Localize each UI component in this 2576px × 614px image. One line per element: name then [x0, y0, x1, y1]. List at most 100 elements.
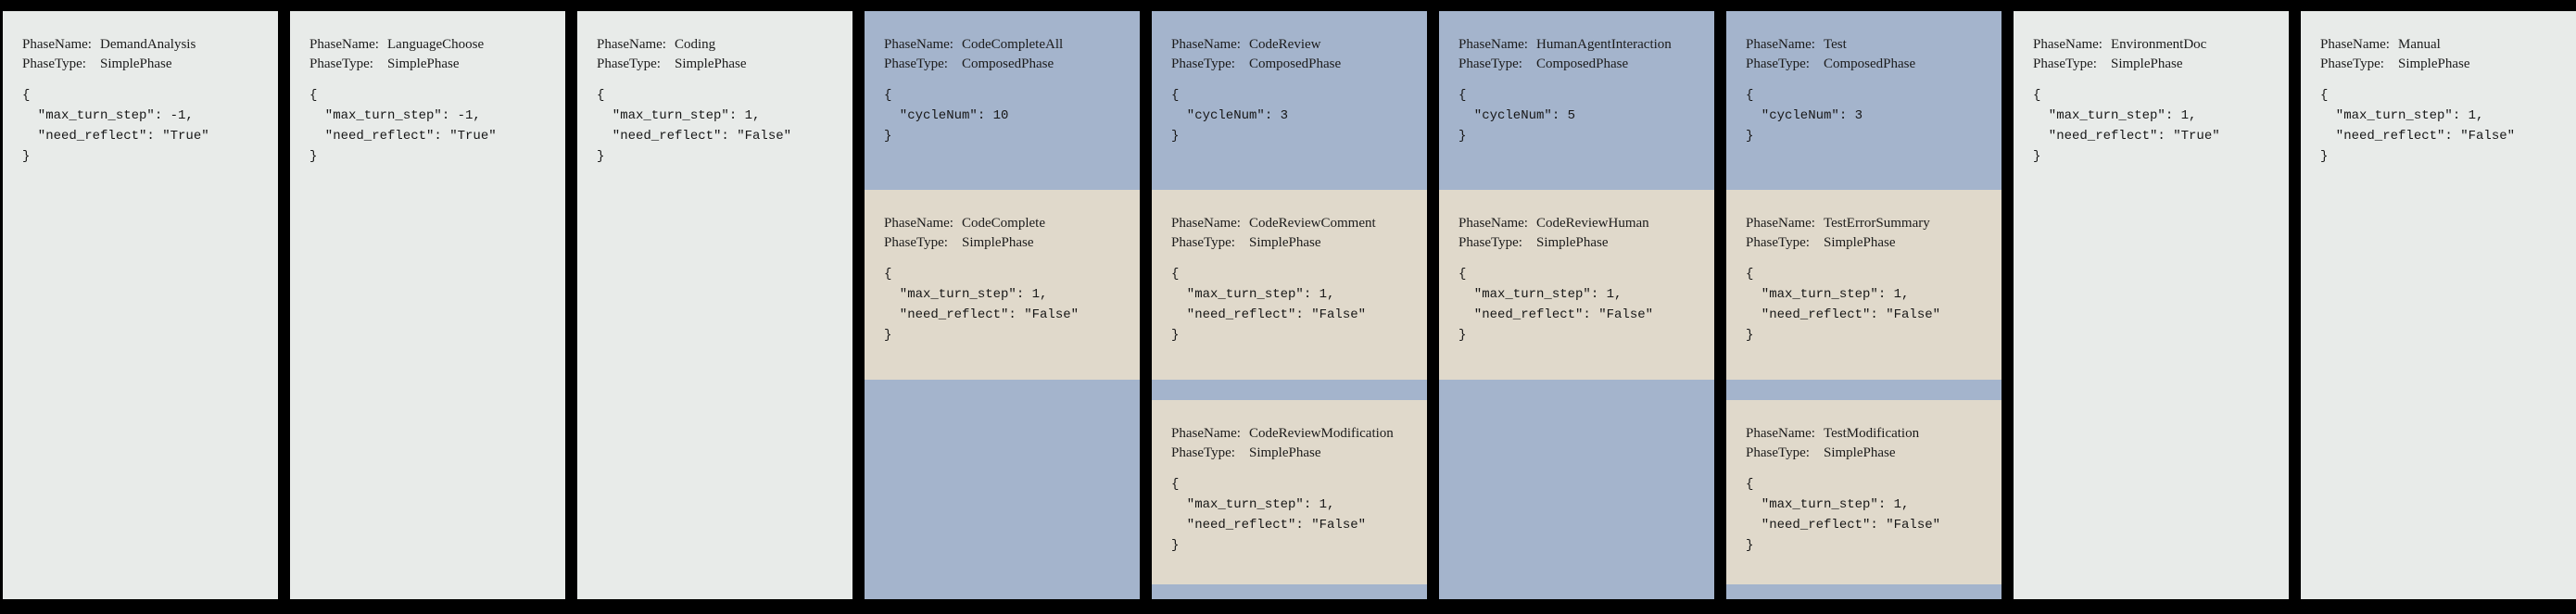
phase-name-value: CodeReviewHuman	[1536, 216, 1649, 231]
phase-type-value: SimplePhase	[1824, 235, 1896, 250]
composed-divider	[1726, 380, 2001, 400]
phase-config-json: { "cycleNum": 3 }	[1746, 88, 1863, 144]
phase-config-block: PhaseName:CodeReviewComment PhaseType:Si…	[1152, 190, 1427, 345]
phase-name-row: PhaseName:CodeReview	[1171, 35, 1414, 55]
phase-name-value: CodeReviewModification	[1249, 426, 1394, 441]
phase-name-row: PhaseName: LanguageChoose	[309, 35, 552, 55]
phase-type-row: PhaseType: SimplePhase	[884, 233, 1127, 253]
phase-type-value: SimplePhase	[387, 56, 460, 71]
phase-config-block: PhaseName:HumanAgentInteraction PhaseTyp…	[1439, 11, 1714, 146]
nested-phase-codecomplete: PhaseName: CodeComplete PhaseType: SimpleP…	[865, 190, 1140, 380]
phase-config-json: { "max_turn_step": -1, "need_reflect": "…	[309, 88, 497, 164]
phase-config-block: PhaseName:Coding PhaseType:SimplePhase {…	[577, 11, 852, 167]
phase-config-json: { "max_turn_step": 1, "need_reflect": "F…	[1171, 477, 1367, 553]
phase-config-block: PhaseName:CodeCompleteAll PhaseType:Comp…	[865, 11, 1140, 146]
nested-phase-codereviewhuman: PhaseName:CodeReviewHuman PhaseType:Simp…	[1439, 190, 1714, 380]
phase-type-row: PhaseType: ComposedPhase	[1746, 55, 1989, 74]
phase-name-row: PhaseName: CodeComplete	[884, 214, 1127, 233]
phase-type-label: PhaseType:	[884, 235, 948, 250]
nested-phase-testerrorsummary: PhaseName:TestErrorSummary PhaseType:Sim…	[1726, 190, 2001, 380]
phase-type-row: PhaseType:SimplePhase	[1746, 233, 1989, 253]
phase-type-row: PhaseType: ComposedPhase	[1171, 55, 1414, 74]
phase-card-languagechoose: PhaseName:LanguageChoose PhaseType:Simpl…	[290, 11, 565, 599]
phase-type-label: PhaseType:	[1171, 445, 1235, 460]
phase-type-row: PhaseType: SimplePhase	[1171, 444, 1414, 463]
phase-type-value: SimplePhase	[1249, 445, 1321, 460]
phase-type-label: PhaseType:	[1458, 235, 1522, 250]
phase-name-value: LanguageChoose	[387, 37, 485, 52]
phase-name-label: PhaseName:	[309, 37, 379, 52]
phase-name-label: PhaseName:	[884, 216, 953, 231]
phase-name-row: PhaseName: HumanAgentInteraction	[1458, 35, 1701, 55]
phase-config-block: PhaseName:EnvironmentDoc PhaseType: Simpl…	[2014, 11, 2289, 167]
composed-divider	[1152, 380, 1427, 400]
phase-name-label: PhaseName:	[1746, 37, 1815, 52]
phase-name-label: PhaseName:	[1171, 216, 1241, 231]
phase-type-value: SimplePhase	[100, 56, 172, 71]
phase-card-environmentdoc: PhaseName:EnvironmentDoc PhaseType: Simpl…	[2014, 11, 2289, 599]
phase-card-coding: PhaseName:Coding PhaseType:SimplePhase {…	[577, 11, 852, 599]
phase-config-json: { "max_turn_step": 1, "need_reflect": "F…	[1746, 477, 1941, 553]
phase-type-value: ComposedPhase	[1249, 56, 1342, 71]
phase-name-row: PhaseName:CodeReviewModification	[1171, 424, 1414, 444]
phase-config-json: { "max_turn_step": 1, "need_reflect": "F…	[1746, 267, 1941, 343]
nested-phase-testmodification: PhaseName:TestModification PhaseType:Sim…	[1726, 400, 2001, 584]
phase-name-label: PhaseName:	[1746, 426, 1815, 441]
phase-config-block: PhaseName:TestErrorSummary PhaseType:Sim…	[1726, 190, 2001, 345]
phase-type-value: SimplePhase	[1824, 445, 1896, 460]
phase-type-label: PhaseType:	[1746, 56, 1810, 71]
nested-phase-codereviewcomment: PhaseName:CodeReviewComment PhaseType:Si…	[1152, 190, 1427, 380]
phase-name-label: PhaseName:	[2320, 37, 2390, 52]
phase-name-row: PhaseName:Coding	[597, 35, 840, 55]
composed-header-humanagentinteraction: PhaseName:HumanAgentInteraction PhaseTyp…	[1439, 11, 1714, 190]
phase-name-value: Test	[1824, 37, 1847, 52]
phase-config-json: { "cycleNum": 10 }	[884, 88, 1009, 144]
phase-config-json: { "max_turn_step": -1, "need_reflect": "…	[22, 88, 209, 164]
phase-type-row: PhaseType:SimplePhase	[1458, 233, 1701, 253]
phase-type-value: SimplePhase	[2111, 56, 2183, 71]
phase-type-label: PhaseType:	[1171, 235, 1235, 250]
phase-name-value: CodeComplete	[962, 216, 1045, 231]
phase-config-json: { "max_turn_step": 1, "need_reflect": "F…	[884, 267, 1080, 343]
phase-config-json: { "max_turn_step": 1, "need_reflect": "F…	[2320, 88, 2516, 164]
phase-name-label: PhaseName:	[2033, 37, 2102, 52]
phase-name-row: PhaseName: TestModification	[1746, 424, 1989, 444]
phase-name-value: Manual	[2398, 37, 2441, 52]
phase-name-value: HumanAgentInteraction	[1536, 37, 1672, 52]
phase-name-row: PhaseName:EnvironmentDoc	[2033, 35, 2276, 55]
phase-name-label: PhaseName:	[597, 37, 666, 52]
phase-name-label: PhaseName:	[1171, 37, 1241, 52]
composed-header-test: PhaseName: Test PhaseType: ComposedPhase {…	[1726, 11, 2001, 190]
phase-name-value: TestModification	[1824, 426, 1920, 441]
phase-type-value: ComposedPhase	[1536, 56, 1629, 71]
phase-type-row: PhaseType: SimplePhase	[22, 55, 265, 74]
phase-type-label: PhaseType:	[22, 56, 86, 71]
phase-card-manual: PhaseName: Manual PhaseType:SimplePhase {…	[2301, 11, 2576, 599]
phase-name-row: PhaseName:CodeReviewHuman	[1458, 214, 1701, 233]
phase-type-row: PhaseType:SimplePhase	[2320, 55, 2563, 74]
phase-type-label: PhaseType:	[1171, 56, 1235, 71]
phase-type-value: SimplePhase	[2398, 56, 2470, 71]
phase-card-demandanalysis: PhaseName:DemandAnalysis PhaseType: Simpl…	[3, 11, 278, 599]
phase-type-value: SimplePhase	[962, 235, 1034, 250]
phase-config-block: PhaseName: Manual PhaseType:SimplePhase {…	[2301, 11, 2576, 167]
phase-config-block: PhaseName: CodeComplete PhaseType: SimpleP…	[865, 190, 1140, 345]
composed-header-codecompleteall: PhaseName:CodeCompleteAll PhaseType:Comp…	[865, 11, 1140, 190]
phase-name-label: PhaseName:	[1458, 37, 1528, 52]
phase-name-row: PhaseName: Manual	[2320, 35, 2563, 55]
phase-name-row: PhaseName:TestErrorSummary	[1746, 214, 1989, 233]
phase-name-label: PhaseName:	[22, 37, 92, 52]
phase-config-block: PhaseName:LanguageChoose PhaseType:Simpl…	[290, 11, 565, 167]
phase-name-row: PhaseName:DemandAnalysis	[22, 35, 265, 55]
phase-config-block: PhaseName: Test PhaseType: ComposedPhase {…	[1726, 11, 2001, 146]
phase-config-json: { "cycleNum": 5 }	[1458, 88, 1576, 144]
phase-name-row: PhaseName:CodeReviewComment	[1171, 214, 1414, 233]
phase-type-row: PhaseType:SimplePhase	[1171, 233, 1414, 253]
phase-card-humanagentinteraction: PhaseName: HumanAgentInteraction PhaseTyp…	[1439, 11, 1714, 599]
phase-type-value: ComposedPhase	[1824, 56, 1916, 71]
phase-card-codecompleteall: PhaseName:CodeCompleteAll PhaseType:Comp…	[865, 11, 1140, 599]
phase-config-json: { "max_turn_step": 1, "need_reflect": "F…	[1171, 267, 1367, 343]
phase-name-row: PhaseName:CodeCompleteAll	[884, 35, 1127, 55]
phase-type-label: PhaseType:	[2033, 56, 2097, 71]
phase-card-codereview: PhaseName:CodeReview PhaseType: ComposedP…	[1152, 11, 1427, 599]
